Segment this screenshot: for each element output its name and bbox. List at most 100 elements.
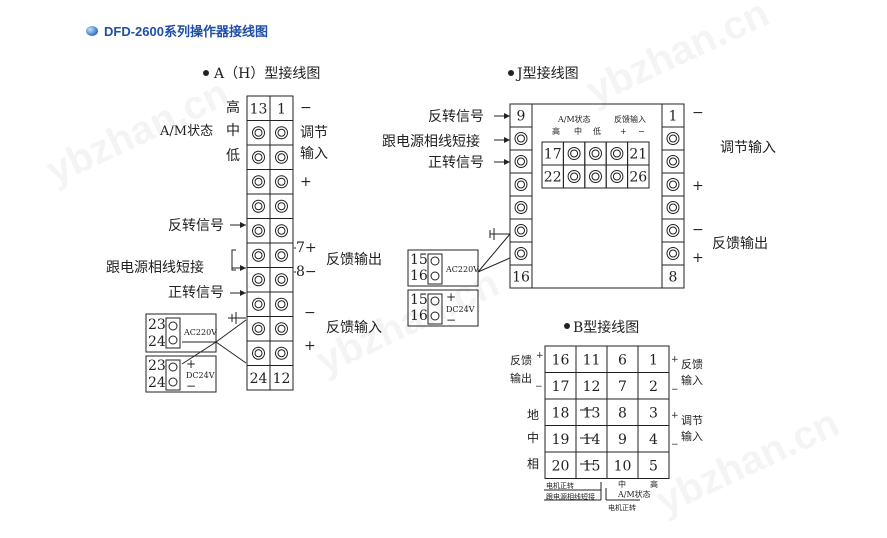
terminal-23: 23 — [148, 317, 166, 333]
terminal-number: 8 — [618, 405, 627, 421]
terminal-screw-icon — [275, 126, 288, 140]
page-title: DFD-2600系列操作器接线图 — [104, 24, 268, 39]
sublabel: 中 — [574, 126, 582, 136]
terminal-screw-icon — [252, 150, 265, 164]
diagram-b-title: B型接线图 — [573, 319, 639, 336]
terminal-16: 16 — [410, 268, 428, 284]
terminal-screw-icon — [252, 346, 265, 360]
terminal-cell: 12 — [269, 365, 294, 391]
terminal-cell — [246, 316, 271, 342]
terminal-number: 1 — [649, 352, 658, 368]
label-plus: + — [671, 411, 679, 421]
terminal-cell — [509, 126, 533, 151]
label-high: 高 — [650, 479, 658, 489]
label-terminal-7-plus: 7+ — [296, 240, 317, 256]
terminal-cell: 1 — [269, 95, 294, 121]
terminal-cell — [246, 144, 271, 170]
terminal-number: 21 — [629, 147, 647, 163]
terminal-cell — [269, 291, 294, 317]
label-plus: + — [446, 290, 456, 304]
terminal-cell — [605, 141, 629, 166]
label-plus: + — [692, 178, 704, 194]
label-short-phase: 跟电源相线短接 — [106, 259, 204, 276]
terminal-screw-icon — [275, 346, 288, 360]
arrow-icon — [240, 290, 246, 296]
terminal-cell: 17 — [544, 372, 577, 400]
terminal-number: 3 — [649, 405, 658, 421]
label-plus: + — [304, 338, 316, 354]
sublabel: 低 — [593, 126, 601, 136]
terminal-number: 16 — [512, 270, 530, 286]
terminal-screw-icon — [252, 199, 265, 213]
label-terminal-8-minus: 8− — [296, 264, 317, 280]
terminal-cell: 1 — [661, 103, 685, 128]
j-inner-terminals: 17 21 22 26 — [541, 141, 650, 189]
terminal-screw-icon — [275, 224, 288, 238]
sublabel: 高 — [552, 126, 560, 136]
terminal-number: 18 — [552, 405, 570, 421]
terminal-cell: 4 — [637, 425, 670, 453]
terminal-cell — [269, 193, 294, 219]
terminal-screw-icon — [252, 126, 265, 140]
label-input: 输入 — [681, 373, 703, 387]
terminal-cell: 14 — [575, 425, 608, 453]
terminal-cell: 10 — [606, 451, 639, 479]
terminal-screw-icon — [275, 322, 288, 336]
label-short-phase: 跟电源相线短接 — [546, 492, 595, 501]
terminal-screw-icon — [252, 297, 265, 311]
terminal-cell: 21 — [627, 141, 650, 166]
terminal-cell — [269, 144, 294, 170]
terminal-cell — [509, 195, 533, 220]
a-right-connectors — [294, 247, 296, 273]
label-minus: − — [446, 313, 456, 327]
arrow-icon — [504, 137, 510, 143]
terminal-number: 9 — [618, 432, 627, 448]
a-power-ac: 23 24 AC220V — [145, 313, 217, 353]
terminal-24: 24 — [148, 334, 166, 350]
terminal-screw-icon — [514, 155, 528, 168]
arrow-icon — [240, 265, 246, 271]
terminal-cell: 3 — [637, 398, 670, 426]
terminal-screw-icon — [514, 224, 528, 237]
terminal-cell: 26 — [627, 164, 650, 189]
terminal-number: 1 — [277, 101, 286, 117]
label-ground: 地 — [527, 408, 539, 422]
terminal-15: 15 — [410, 252, 428, 268]
terminal-cell — [562, 141, 586, 166]
terminal-number: 17 — [544, 147, 562, 163]
j-left-terminals: 916 — [509, 103, 533, 289]
label-am-status: A/M状态 — [159, 124, 213, 139]
terminal-cell — [661, 241, 685, 266]
label-mid: 中 — [618, 479, 626, 489]
terminal-cell: 15 — [575, 451, 608, 479]
terminal-cell — [584, 164, 607, 189]
terminal-screw-icon — [275, 248, 288, 262]
label-dc24v: DC24V — [446, 305, 475, 314]
terminal-number: 13 — [583, 405, 601, 421]
terminal-cell: 22 — [541, 164, 564, 189]
diagram-b-bullet-icon — [564, 323, 570, 329]
terminal-cell — [246, 242, 271, 268]
terminal-screw-icon — [514, 178, 528, 191]
label-adjust-input: 调节输入 — [720, 140, 776, 156]
label-feedback: 反馈 — [681, 358, 703, 371]
label-ac220v: AC220V — [183, 328, 217, 337]
terminal-number: 16 — [552, 352, 570, 368]
terminal-cell: 20 — [544, 451, 577, 479]
terminal-cell — [661, 218, 685, 243]
terminal-cell — [246, 120, 271, 146]
label-minus: − — [692, 222, 704, 238]
terminal-screw-icon — [514, 201, 528, 214]
terminal-23: 23 — [148, 358, 166, 374]
terminal-cell — [269, 242, 294, 268]
arrow-icon — [240, 222, 246, 228]
label-adjust: 调节 — [300, 125, 328, 141]
terminal-cell — [509, 172, 533, 197]
terminal-cell — [509, 241, 533, 266]
label-ac220v: AC220V — [445, 265, 479, 274]
terminal-cell: 8 — [606, 398, 639, 426]
